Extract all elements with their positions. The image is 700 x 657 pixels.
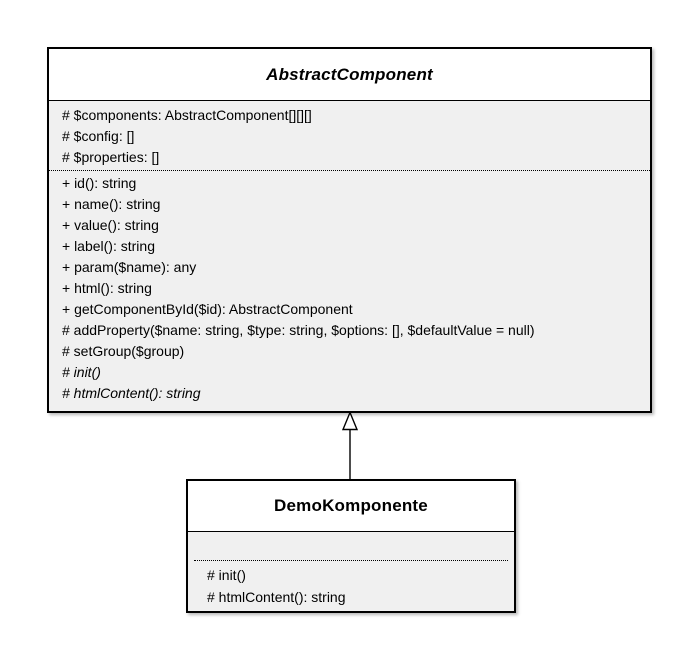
class-box-demo-komponente: DemoKomponente # init() # htmlContent(): … bbox=[186, 479, 516, 613]
class-member: # setGroup($group) bbox=[62, 343, 185, 359]
attributes-section-abstract-component: # $components: AbstractComponent[][][] # … bbox=[49, 101, 650, 170]
inheritance-arrow-triangle-icon bbox=[341, 411, 359, 431]
class-member: + id(): string bbox=[62, 175, 137, 191]
class-member: # htmlContent(): string bbox=[207, 589, 346, 605]
inheritance-arrow bbox=[341, 411, 359, 481]
methods-section-abstract-component: + id(): string + name(): string + value():… bbox=[49, 171, 650, 404]
class-member: # init() bbox=[207, 567, 246, 583]
class-title-abstract-component: AbstractComponent bbox=[49, 49, 650, 101]
attributes-methods-divider bbox=[49, 170, 650, 171]
class-member: + param($name): any bbox=[62, 259, 197, 275]
class-member: + getComponentById($id): AbstractCompone… bbox=[62, 301, 353, 317]
class-member: # init() bbox=[62, 364, 101, 380]
attributes-section-demo-komponente bbox=[188, 532, 514, 560]
class-member: + name(): string bbox=[62, 196, 161, 212]
class-member: # $config: [] bbox=[62, 128, 135, 144]
class-title-demo-komponente: DemoKomponente bbox=[188, 481, 514, 532]
class-box-abstract-component: AbstractComponent # $components: Abstrac… bbox=[47, 47, 652, 413]
class-member: + value(): string bbox=[62, 217, 159, 233]
methods-section-demo-komponente: # init() # htmlContent(): string bbox=[188, 561, 514, 608]
class-member: # addProperty($name: string, $type: stri… bbox=[62, 322, 535, 338]
class-member: # $components: AbstractComponent[][][] bbox=[62, 107, 312, 123]
class-member: + label(): string bbox=[62, 238, 155, 254]
class-member: # $properties: [] bbox=[62, 149, 160, 165]
class-member: # htmlContent(): string bbox=[62, 385, 201, 401]
class-member: + html(): string bbox=[62, 280, 152, 296]
attributes-methods-divider bbox=[194, 560, 508, 561]
